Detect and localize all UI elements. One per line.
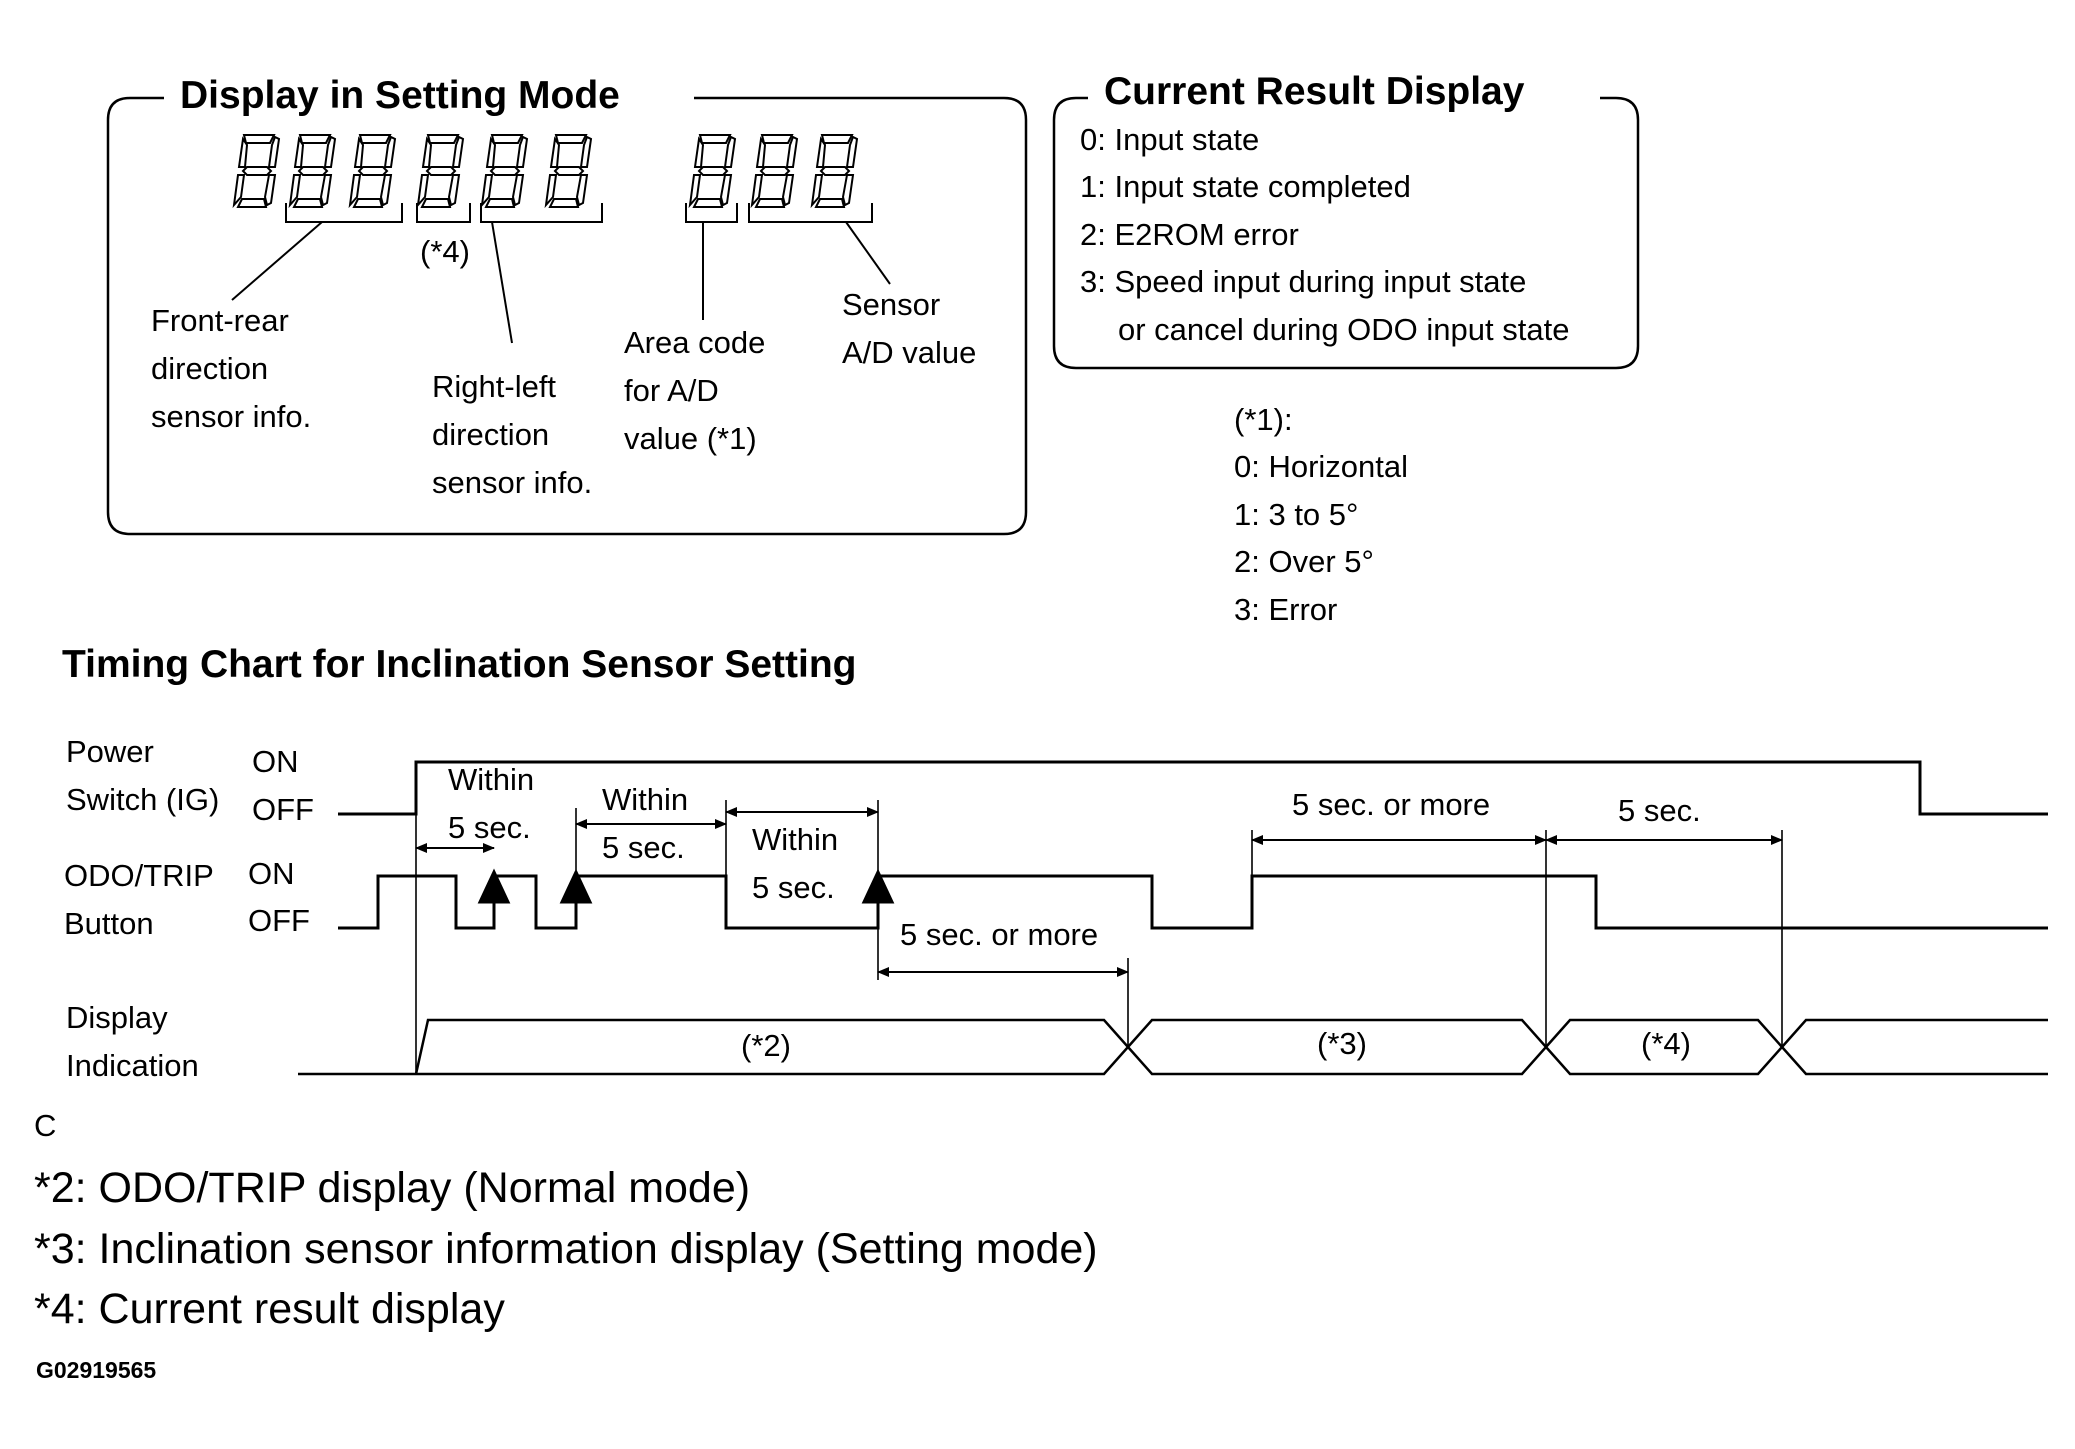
bracket-lines [231,203,891,344]
display-seg2: (*2) [741,1028,791,1063]
odo-off-label: OFF [248,903,310,938]
display-indication-label: Display Indication [66,1000,199,1083]
press-arrows [477,868,895,928]
note1-item: (*1): [1234,402,1293,437]
reference-lines [415,800,1783,1075]
display-label-line-2: Indication [66,1048,199,1083]
note1-item: 0: Horizontal [1234,449,1408,484]
right-left-line-2: direction [432,417,549,452]
front-rear-line-2: direction [151,351,268,386]
display-bus [298,1018,2048,1076]
area-code-line-2: for A/D [624,373,719,408]
current-result-title: Current Result Display [1104,70,1525,113]
odo-trip-waveform [338,874,2048,930]
power-label-line-2: Switch (IG) [66,782,219,817]
dimension-arrows [415,807,1783,977]
within-b-line-1: Within [602,782,688,817]
within-a-line-1: Within [448,762,534,797]
current-result-item: 2: E2ROM error [1080,217,1299,252]
power-label-line-1: Power [66,734,154,769]
sensor-ad-line-2: A/D value [842,335,976,370]
footnote: *2: ODO/TRIP display (Normal mode) [34,1164,750,1212]
front-rear-label: Front-rear direction sensor info. [151,303,311,434]
current-result-item: 0: Input state [1080,122,1259,157]
area-code-line-1: Area code [624,325,765,360]
within-c-line-1: Within [752,822,838,857]
note1-item: 3: Error [1234,592,1337,627]
front-rear-line-3: sensor info. [151,399,311,434]
front-rear-line-1: Front-rear [151,303,289,338]
display-seg3: (*3) [1317,1026,1367,1061]
seven-segment-display [233,134,858,208]
right-left-line-1: Right-left [432,369,556,404]
note1-list: (*1): 0: Horizontal 1: 3 to 5° 2: Over 5… [1234,402,1408,627]
power-switch-label: Power Switch (IG) [66,734,219,817]
current-result-box: Current Result Display 0: Input state 1:… [1052,70,1640,370]
within-b-line-2: 5 sec. [602,830,685,865]
power-on-label: ON [252,744,299,779]
five-sec: 5 sec. [1618,793,1701,828]
power-off-label: OFF [252,792,314,827]
odo-trip-label: ODO/TRIP Button [64,858,214,941]
area-code-line-3: value (*1) [624,421,757,456]
odo-label-line-2: Button [64,906,154,941]
footnote: *3: Inclination sensor information displ… [34,1225,1098,1273]
within-c-line-2: 5 sec. [752,870,835,905]
setting-mode-title: Display in Setting Mode [180,74,620,117]
asterisk4-label: (*4) [420,234,470,269]
sensor-ad-label: Sensor A/D value [842,287,976,370]
footnote: *4: Current result display [34,1285,505,1333]
five-or-more-a: 5 sec. or more [900,917,1098,952]
current-result-item: or cancel during ODO input state [1118,312,1569,347]
five-or-more-b: 5 sec. or more [1292,787,1490,822]
setting-mode-box: Display in Setting Mode (*4) Front- [106,74,1028,536]
current-result-item: 3: Speed input during input state [1080,264,1526,299]
odo-label-line-1: ODO/TRIP [64,858,214,893]
odo-on-label: ON [248,856,295,891]
within-a-line-2: 5 sec. [448,810,531,845]
power-switch-waveform [338,760,2048,816]
current-result-item: 1: Input state completed [1080,169,1411,204]
timing-chart-title: Timing Chart for Inclination Sensor Sett… [62,643,857,686]
right-left-label: Right-left direction sensor info. [432,369,592,500]
note1-item: 1: 3 to 5° [1234,497,1358,532]
c-label: C [34,1108,56,1143]
area-code-label: Area code for A/D value (*1) [624,325,765,456]
note1-item: 2: Over 5° [1234,544,1374,579]
display-label-line-1: Display [66,1000,168,1035]
display-seg4: (*4) [1641,1026,1691,1061]
sensor-ad-line-1: Sensor [842,287,940,322]
right-left-line-3: sensor info. [432,465,592,500]
figure-id: G02919565 [36,1357,156,1383]
